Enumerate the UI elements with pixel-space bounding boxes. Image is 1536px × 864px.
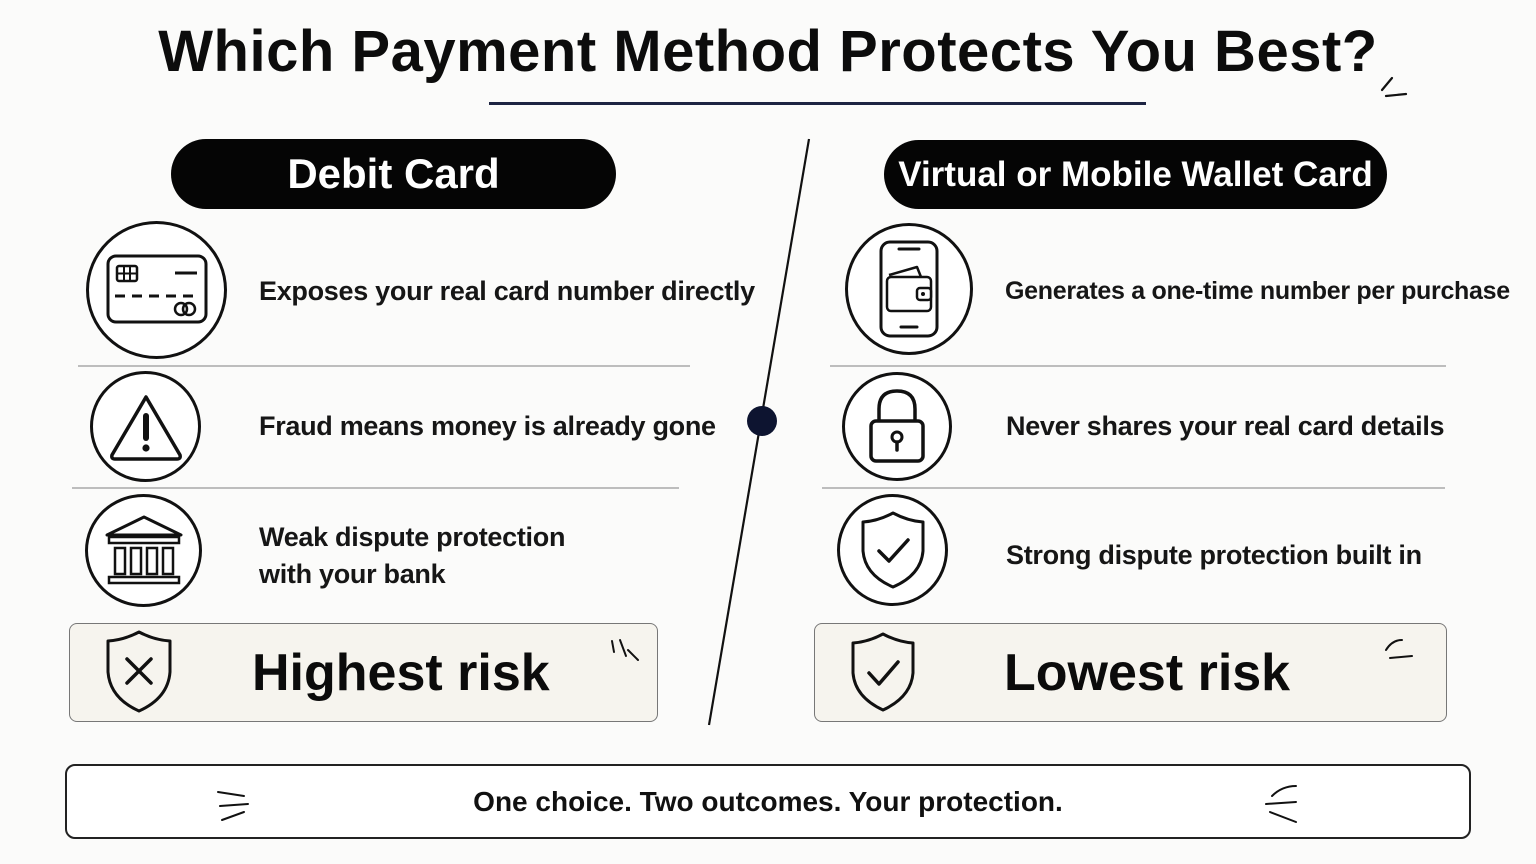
feature-exposes-card-number: Exposes your real card number directly	[259, 276, 755, 306]
row-divider	[72, 487, 679, 489]
feature-one-time-number: Generates a one-time number per purchase	[1005, 277, 1510, 305]
row-divider	[78, 365, 690, 367]
shield-check-icon	[837, 494, 948, 606]
feature-weak-dispute-line2: with your bank	[259, 559, 446, 589]
row-divider	[830, 365, 1446, 367]
shield-x-icon	[106, 630, 172, 713]
sparkle-decoration	[611, 639, 639, 661]
feature-never-shares-details: Never shares your real card details	[1006, 411, 1445, 441]
feature-fraud-money-gone: Fraud means money is already gone	[259, 411, 716, 441]
bank-icon	[85, 494, 202, 607]
lowest-risk-box	[814, 623, 1447, 722]
debit-card-heading: Debit Card	[171, 139, 616, 209]
divider-dot	[747, 406, 777, 436]
footer-tagline: One choice. Two outcomes. Your protectio…	[473, 786, 1063, 817]
sparkle-decoration	[217, 791, 249, 821]
page-title: Which Payment Method Protects You Best?	[158, 19, 1378, 84]
sparkle-decoration	[1265, 785, 1297, 823]
sparkle-decoration	[1380, 76, 1408, 98]
wallet-card-heading: Virtual or Mobile Wallet Card	[884, 140, 1387, 209]
shield-check-icon	[851, 632, 915, 712]
feature-weak-dispute-line1: Weak dispute protection	[259, 522, 566, 552]
feature-strong-dispute: Strong dispute protection built in	[1006, 540, 1422, 570]
credit-card-icon	[86, 221, 227, 359]
center-divider	[707, 138, 811, 726]
padlock-icon	[842, 372, 952, 481]
sparkle-decoration	[1385, 639, 1413, 659]
warning-triangle-icon	[90, 371, 201, 482]
lowest-risk-label: Lowest risk	[1004, 644, 1291, 702]
title-underline	[489, 102, 1146, 105]
footer-banner	[65, 764, 1471, 839]
phone-wallet-icon	[845, 223, 973, 355]
highest-risk-label: Highest risk	[252, 644, 550, 702]
row-divider	[822, 487, 1445, 489]
